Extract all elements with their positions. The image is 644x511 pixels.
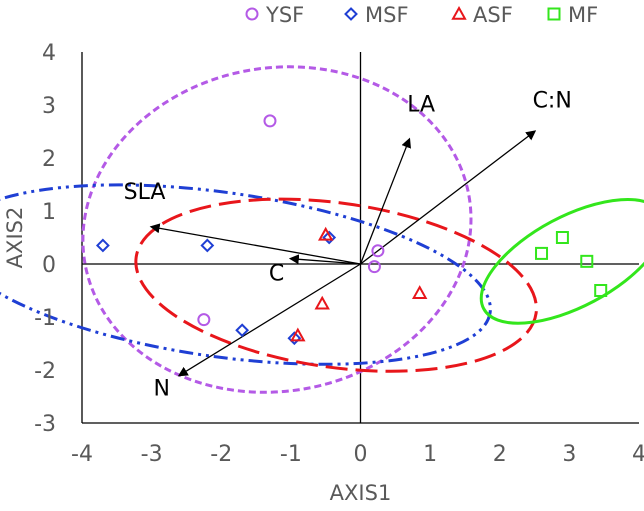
y-tick-label: 3 (42, 94, 56, 119)
vector-label-c-n: C:N (533, 89, 572, 114)
point-msf (200, 238, 215, 253)
x-tick-label: -2 (210, 442, 232, 467)
x-tick-label: 3 (562, 442, 576, 467)
tick-labels-layer: -4 -3 -2 -1 0 1 2 3 4 -3 -2 -1 0 1 2 3 4 (34, 41, 644, 467)
vector-arrow-la (359, 137, 411, 265)
point-asf (317, 226, 334, 241)
ellipse-asf (134, 197, 538, 373)
x-axis-title: AXIS1 (330, 481, 392, 505)
point-mf (535, 246, 549, 260)
y-axis-title: AXIS2 (3, 207, 27, 269)
legend-marker-mf (547, 7, 561, 21)
x-tick-label: -4 (71, 442, 93, 467)
vector-label-n: N (153, 376, 169, 401)
point-mf (580, 254, 594, 268)
y-tick-label: -3 (34, 412, 56, 437)
point-ysf (371, 244, 385, 258)
ellipses-layer (0, 65, 644, 394)
ellipse-mf (479, 197, 644, 325)
x-tick-label: 0 (354, 442, 368, 467)
point-ysf (197, 313, 211, 327)
x-tick-label: 4 (632, 442, 644, 467)
legend-label-mf: MF (568, 3, 598, 27)
point-msf (95, 238, 110, 253)
x-tick-label: -3 (141, 442, 163, 467)
point-asf (290, 327, 306, 342)
y-tick-label: -1 (34, 306, 56, 331)
vectors-layer: LA C:N SLA C N (124, 89, 572, 402)
y-tick-label: 2 (42, 147, 56, 172)
point-msf (235, 323, 250, 338)
legend-marker-ysf (245, 7, 259, 21)
legend-label-ysf: YSF (265, 3, 304, 27)
vector-label-sla: SLA (124, 180, 166, 205)
vector-label-la: LA (407, 92, 435, 117)
x-tick-label: 2 (493, 442, 507, 467)
legend-marker-msf (344, 7, 358, 21)
y-tick-label: 4 (42, 41, 56, 66)
ellipse-ysf (81, 65, 473, 394)
point-mf (555, 231, 569, 244)
point-msf (287, 331, 302, 346)
points-layer (95, 114, 608, 346)
y-tick-label: 0 (42, 253, 56, 278)
vector-arrow-sla (149, 223, 361, 265)
point-msf (322, 230, 337, 245)
y-tick-label: 1 (42, 200, 56, 225)
point-ysf (367, 260, 381, 274)
ellipse-msf (0, 183, 492, 366)
x-tick-label: -1 (280, 442, 302, 467)
x-tick-label: 1 (423, 442, 437, 467)
legend-label-msf: MSF (365, 3, 409, 27)
vector-arrow-n (177, 263, 361, 377)
y-tick-label: -2 (34, 359, 56, 384)
point-mf (594, 284, 608, 297)
legend-marker-asf (451, 5, 467, 20)
vector-arrow-c-n (360, 130, 537, 265)
vector-arrow-c (288, 254, 361, 265)
vector-label-c: C (269, 262, 284, 287)
point-asf (314, 295, 330, 310)
legend: YSF MSF ASF MF (245, 3, 598, 27)
point-asf (411, 285, 428, 299)
point-ysf (263, 114, 277, 128)
legend-label-asf: ASF (473, 3, 513, 27)
